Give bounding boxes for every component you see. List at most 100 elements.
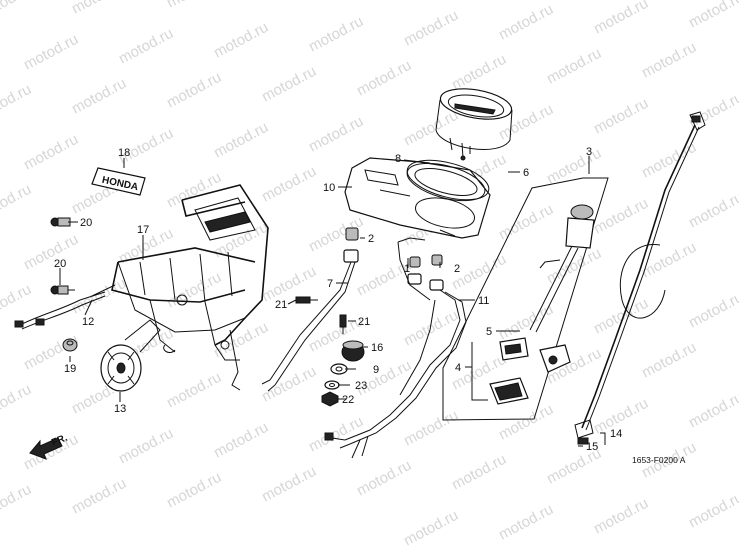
watermark-text: motod.ru	[401, 7, 461, 50]
watermark-text: motod.ru	[591, 0, 651, 38]
watermark-text: motod.ru	[69, 275, 129, 318]
callout-2-right: 2	[454, 263, 460, 275]
watermark-text: motod.ru	[69, 475, 129, 518]
callout-6: 6	[523, 167, 529, 179]
speedometer	[435, 88, 513, 161]
cushion-16	[341, 340, 365, 362]
watermark-text: motod.ru	[544, 245, 604, 288]
callout-21-right: 21	[358, 316, 370, 328]
watermark-text: motod.ru	[0, 0, 34, 24]
watermark-text: motod.ru	[401, 507, 461, 550]
watermark-text: motod.ru	[591, 495, 651, 538]
callout-22: 22	[342, 394, 354, 406]
watermark-text: motod.ru	[0, 281, 34, 324]
watermark-text: motod.ru	[116, 25, 176, 68]
honda-emblem: HONDA	[91, 167, 146, 196]
watermark-text: motod.ru	[116, 425, 176, 468]
watermark-text: motod.ru	[354, 457, 414, 500]
watermark-text: motod.ru	[686, 389, 739, 432]
watermark-text: motod.ru	[544, 145, 604, 188]
collar-9	[330, 363, 348, 375]
watermark-text: motod.ru	[211, 19, 271, 62]
watermark-text: motod.ru	[354, 57, 414, 100]
watermark-text: motod.ru	[259, 163, 319, 206]
watermark-text: motod.ru	[496, 401, 556, 444]
callout-2-left: 2	[368, 233, 374, 245]
watermark-text: motod.ru	[0, 381, 34, 424]
watermark-text: motod.ru	[259, 63, 319, 106]
callout-3: 3	[586, 146, 592, 158]
callout-13: 13	[114, 403, 126, 415]
watermark-text: motod.ru	[496, 501, 556, 544]
watermark-text: motod.ru	[496, 1, 556, 44]
callout-20-lower: 20	[54, 258, 66, 270]
callout-12: 12	[82, 316, 94, 328]
watermark-text: motod.ru	[686, 289, 739, 332]
callout-4: 4	[455, 362, 461, 374]
watermark-text: motod.ru	[686, 489, 739, 532]
watermark-text: motod.ru	[686, 89, 739, 132]
callout-16: 16	[371, 342, 383, 354]
watermark-text: motod.ru	[639, 339, 699, 382]
bolt-20-lower	[50, 285, 75, 295]
callout-20-upper: 20	[80, 217, 92, 229]
meter-stay-bracket	[111, 184, 269, 391]
watermark-text: motod.ru	[449, 51, 509, 94]
watermark-text: motod.ru	[21, 231, 81, 274]
watermark-text: motod.ru	[591, 95, 651, 138]
callout-numbers: 18 20 17 20 12 19 13 10 8 6 2 7 21 21 16…	[54, 146, 686, 465]
callout-11: 11	[478, 295, 489, 307]
meter-harness-11	[324, 237, 467, 459]
watermark-text: motod.ru	[639, 39, 699, 82]
watermark-text: motod.ru	[401, 307, 461, 350]
watermark-text: motod.ru	[0, 81, 34, 124]
callout-23: 23	[355, 380, 367, 392]
callout-17: 17	[137, 224, 149, 236]
watermark-text: motod.ru	[164, 69, 224, 112]
watermark-text: motod.ru	[164, 0, 224, 12]
callout-1: 1	[404, 263, 410, 275]
callout-14: 14	[610, 428, 622, 440]
watermark-text: motod.ru	[69, 0, 129, 18]
grommet-19	[62, 338, 78, 352]
watermark-text: motod.ru	[496, 301, 556, 344]
horn	[100, 319, 161, 392]
watermark-text: motod.ru	[259, 463, 319, 506]
watermark-text: motod.ru	[354, 357, 414, 400]
watermark-text: motod.ru	[0, 181, 34, 224]
callout-8: 8	[395, 153, 401, 165]
watermark-text: motod.ru	[686, 0, 739, 32]
callout-21-left: 21	[275, 299, 287, 311]
callout-9: 9	[373, 364, 379, 376]
bulb-sockets-cluster	[407, 254, 444, 291]
watermark-text: motod.ru	[69, 75, 129, 118]
screw-21-right	[339, 314, 347, 334]
speedometer-cable	[574, 111, 706, 445]
callout-19: 19	[64, 363, 76, 375]
watermark-text: motod.ru	[449, 451, 509, 494]
watermark-text: motod.ru	[306, 13, 366, 56]
watermark-text: motod.ru	[401, 407, 461, 450]
watermark-text: motod.ru	[0, 481, 34, 524]
watermark-text: motod.ru	[211, 319, 271, 362]
callout-7: 7	[327, 278, 333, 290]
nut-22	[321, 391, 339, 407]
watermark-text: motod.ru	[21, 131, 81, 174]
screw-21-left	[295, 296, 318, 304]
watermark-text: motod.ru	[591, 295, 651, 338]
callout-5: 5	[486, 326, 492, 338]
watermark-text: motod.ru	[211, 419, 271, 462]
meter-case	[344, 157, 491, 239]
watermark-text: motod.ru	[306, 113, 366, 156]
bulb-socket-7	[261, 227, 359, 392]
watermark-text: motod.ru	[211, 119, 271, 162]
wire-harness-12	[14, 284, 116, 330]
watermark-text: motod.ru	[591, 195, 651, 238]
watermark-text: motod.ru	[164, 269, 224, 312]
leader-lines	[59, 156, 606, 447]
watermark-text: motod.ru	[306, 413, 366, 456]
watermark-text: motod.ru	[496, 201, 556, 244]
watermark-text: motod.ru	[259, 363, 319, 406]
